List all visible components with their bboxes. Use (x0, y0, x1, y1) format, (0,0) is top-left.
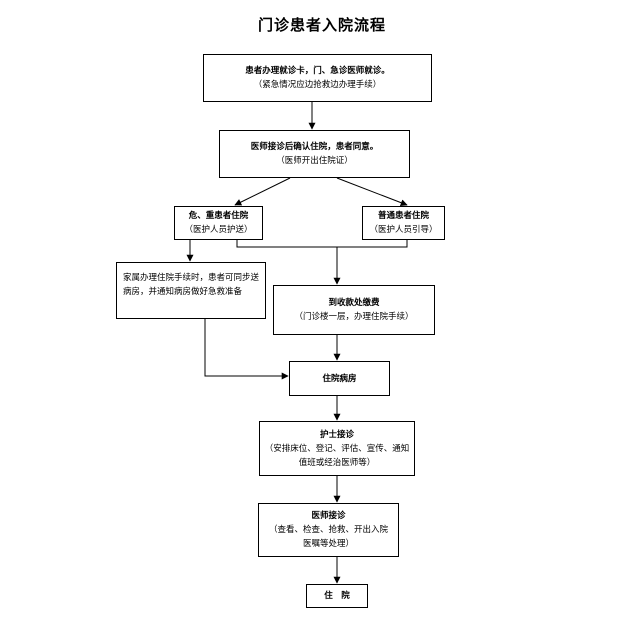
normal-note: （医护人员引导） (369, 225, 438, 235)
nurse-note: （安排床位、登记、评估、宣传、通知值班或经治医师等） (264, 443, 410, 468)
critical-note: （医护人员护送） (184, 225, 253, 235)
family-text: 家属办理住院手续时，患者可同步送病房，并通知病房做好急救准备 (123, 273, 260, 297)
admit-heading: 住 院 (324, 591, 350, 601)
critical-heading: 危、重患者住院 (188, 211, 249, 221)
ward-box: 住院病房 (289, 361, 390, 396)
step1-heading: 患者办理就诊卡，门、急诊医师就诊。 (245, 66, 390, 76)
ward-heading: 住院病房 (322, 373, 357, 384)
payment-box: 到收款处缴费 （门诊楼一层，办理住院手续） (273, 285, 435, 335)
nurse-box: 护士接诊 （安排床位、登记、评估、宣传、通知值班或经治医师等） (259, 421, 415, 476)
doctor-note: （查看、检查、抢救、开出入院医嘱等处理） (268, 525, 388, 549)
doctor-heading: 医师接诊 (311, 511, 346, 521)
critical-box: 危、重患者住院 （医护人员护送） (174, 206, 263, 240)
step2-heading: 医师接诊后确认住院，患者同意。 (250, 142, 379, 152)
line-normal-to-payment (337, 240, 408, 248)
payment-heading: 到收款处缴费 (328, 298, 380, 308)
family-box: 家属办理住院手续时，患者可同步送病房，并通知病房做好急救准备 (116, 262, 266, 319)
step1-note: （紧急情况应边抢救边办理手续） (253, 80, 382, 90)
normal-heading: 普通患者住院 (377, 211, 429, 221)
arrow-family-to-ward (204, 319, 289, 380)
page-title: 门诊患者入院流程 (257, 16, 386, 34)
step1-box: 患者办理就诊卡，门、急诊医师就诊。 （紧急情况应边抢救边办理手续） (203, 54, 432, 102)
doctor-box: 医师接诊 （查看、检查、抢救、开出入院医嘱等处理） (258, 503, 399, 557)
arrow-step2-to-critical (234, 177, 291, 206)
arrow-step2-to-normal (336, 177, 408, 206)
normal-box: 普通患者住院 （医护人员引导） (362, 206, 445, 240)
step2-box: 医师接诊后确认住院，患者同意。 （医师开出住院证） (219, 130, 410, 178)
nurse-heading: 护士接诊 (319, 429, 354, 440)
admit-box: 住 院 (306, 584, 368, 608)
payment-note: （门诊楼一层，办理住院手续） (294, 312, 414, 322)
line-critical-to-payment (236, 240, 337, 248)
step2-note: （医师开出住院证） (276, 156, 353, 166)
